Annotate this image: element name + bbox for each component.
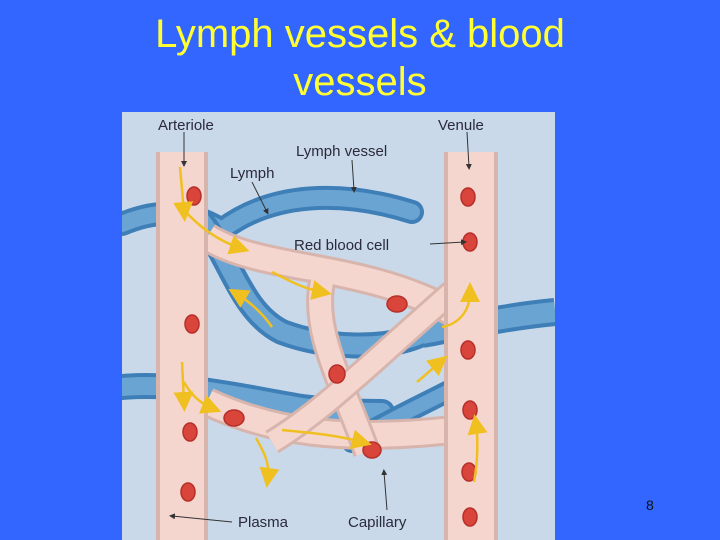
label-arteriole: Arteriole xyxy=(158,117,214,134)
title-line-2: vessels xyxy=(293,60,427,104)
flow-arrows xyxy=(173,166,488,488)
label-lymph: Lymph xyxy=(230,165,274,182)
label-plasma: Plasma xyxy=(238,514,289,531)
vessel-diagram: Arteriole Venule Lymph vessel Lymph Red … xyxy=(122,112,555,540)
slide-title: Lymph vessels & blood vessels xyxy=(0,10,720,106)
label-capillary: Capillary xyxy=(348,514,407,531)
label-pointers xyxy=(169,131,472,523)
label-lymph-vessel: Lymph vessel xyxy=(296,143,387,160)
title-line-1: Lymph vessels & blood xyxy=(155,12,565,56)
arteriole-vessel xyxy=(156,152,208,540)
page-number: 8 xyxy=(646,497,654,513)
label-venule: Venule xyxy=(438,117,484,134)
label-red-blood-cell: Red blood cell xyxy=(294,237,389,254)
